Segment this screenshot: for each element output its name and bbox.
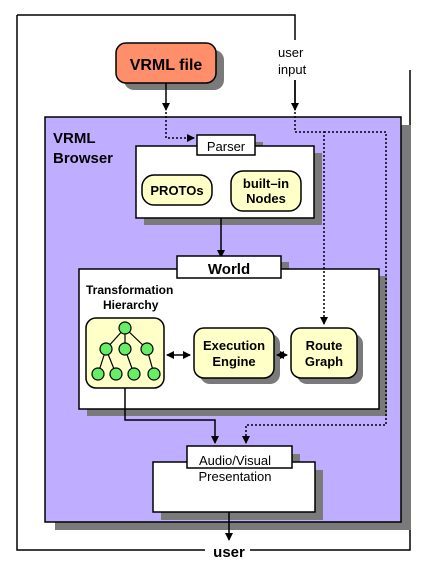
parser-tab-join — [198, 145, 254, 148]
route-graph-box — [290, 327, 358, 379]
route-graph-line1: Route — [306, 338, 343, 353]
execution-engine-line2: Engine — [212, 354, 255, 369]
parser-title: Parser — [207, 139, 246, 154]
builtin-nodes-line2: Nodes — [246, 191, 286, 206]
builtin-nodes-line1: built–in — [243, 176, 289, 191]
builtin-nodes-box — [230, 170, 302, 212]
parser-input-dotted-arrow — [165, 112, 195, 142]
browser-label-line1: VRML — [53, 130, 96, 147]
hierarchy-to-presentation-arrow — [124, 388, 219, 444]
user-input-line2: input — [278, 62, 307, 77]
user-input-line1: user — [278, 45, 304, 60]
presentation-tab-join — [188, 460, 291, 464]
input-to-presentation-dotted-arrow — [242, 131, 387, 444]
presentation-line2: Presentation — [199, 469, 272, 484]
world-tab — [176, 255, 282, 279]
input-to-route-dotted-arrow — [294, 112, 328, 325]
protos-label: PROTOs — [150, 183, 203, 198]
world-tab-join — [178, 268, 280, 271]
route-graph-line2: Graph — [305, 354, 343, 369]
hierarchy-label-line1: Transformation — [86, 283, 173, 297]
execution-engine-box — [193, 327, 275, 379]
protos-box — [141, 174, 213, 206]
user-output-label: user — [213, 544, 245, 561]
world-title: World — [208, 261, 250, 278]
hierarchy-label-line2: Hierarchy — [103, 298, 159, 312]
tree-icon — [91, 321, 161, 381]
presentation-line1: Audio/Visual — [199, 453, 271, 468]
vrml-file-label: VRML file — [130, 57, 203, 74]
browser-label-line2: Browser — [53, 150, 113, 167]
execution-engine-line1: Execution — [203, 338, 265, 353]
